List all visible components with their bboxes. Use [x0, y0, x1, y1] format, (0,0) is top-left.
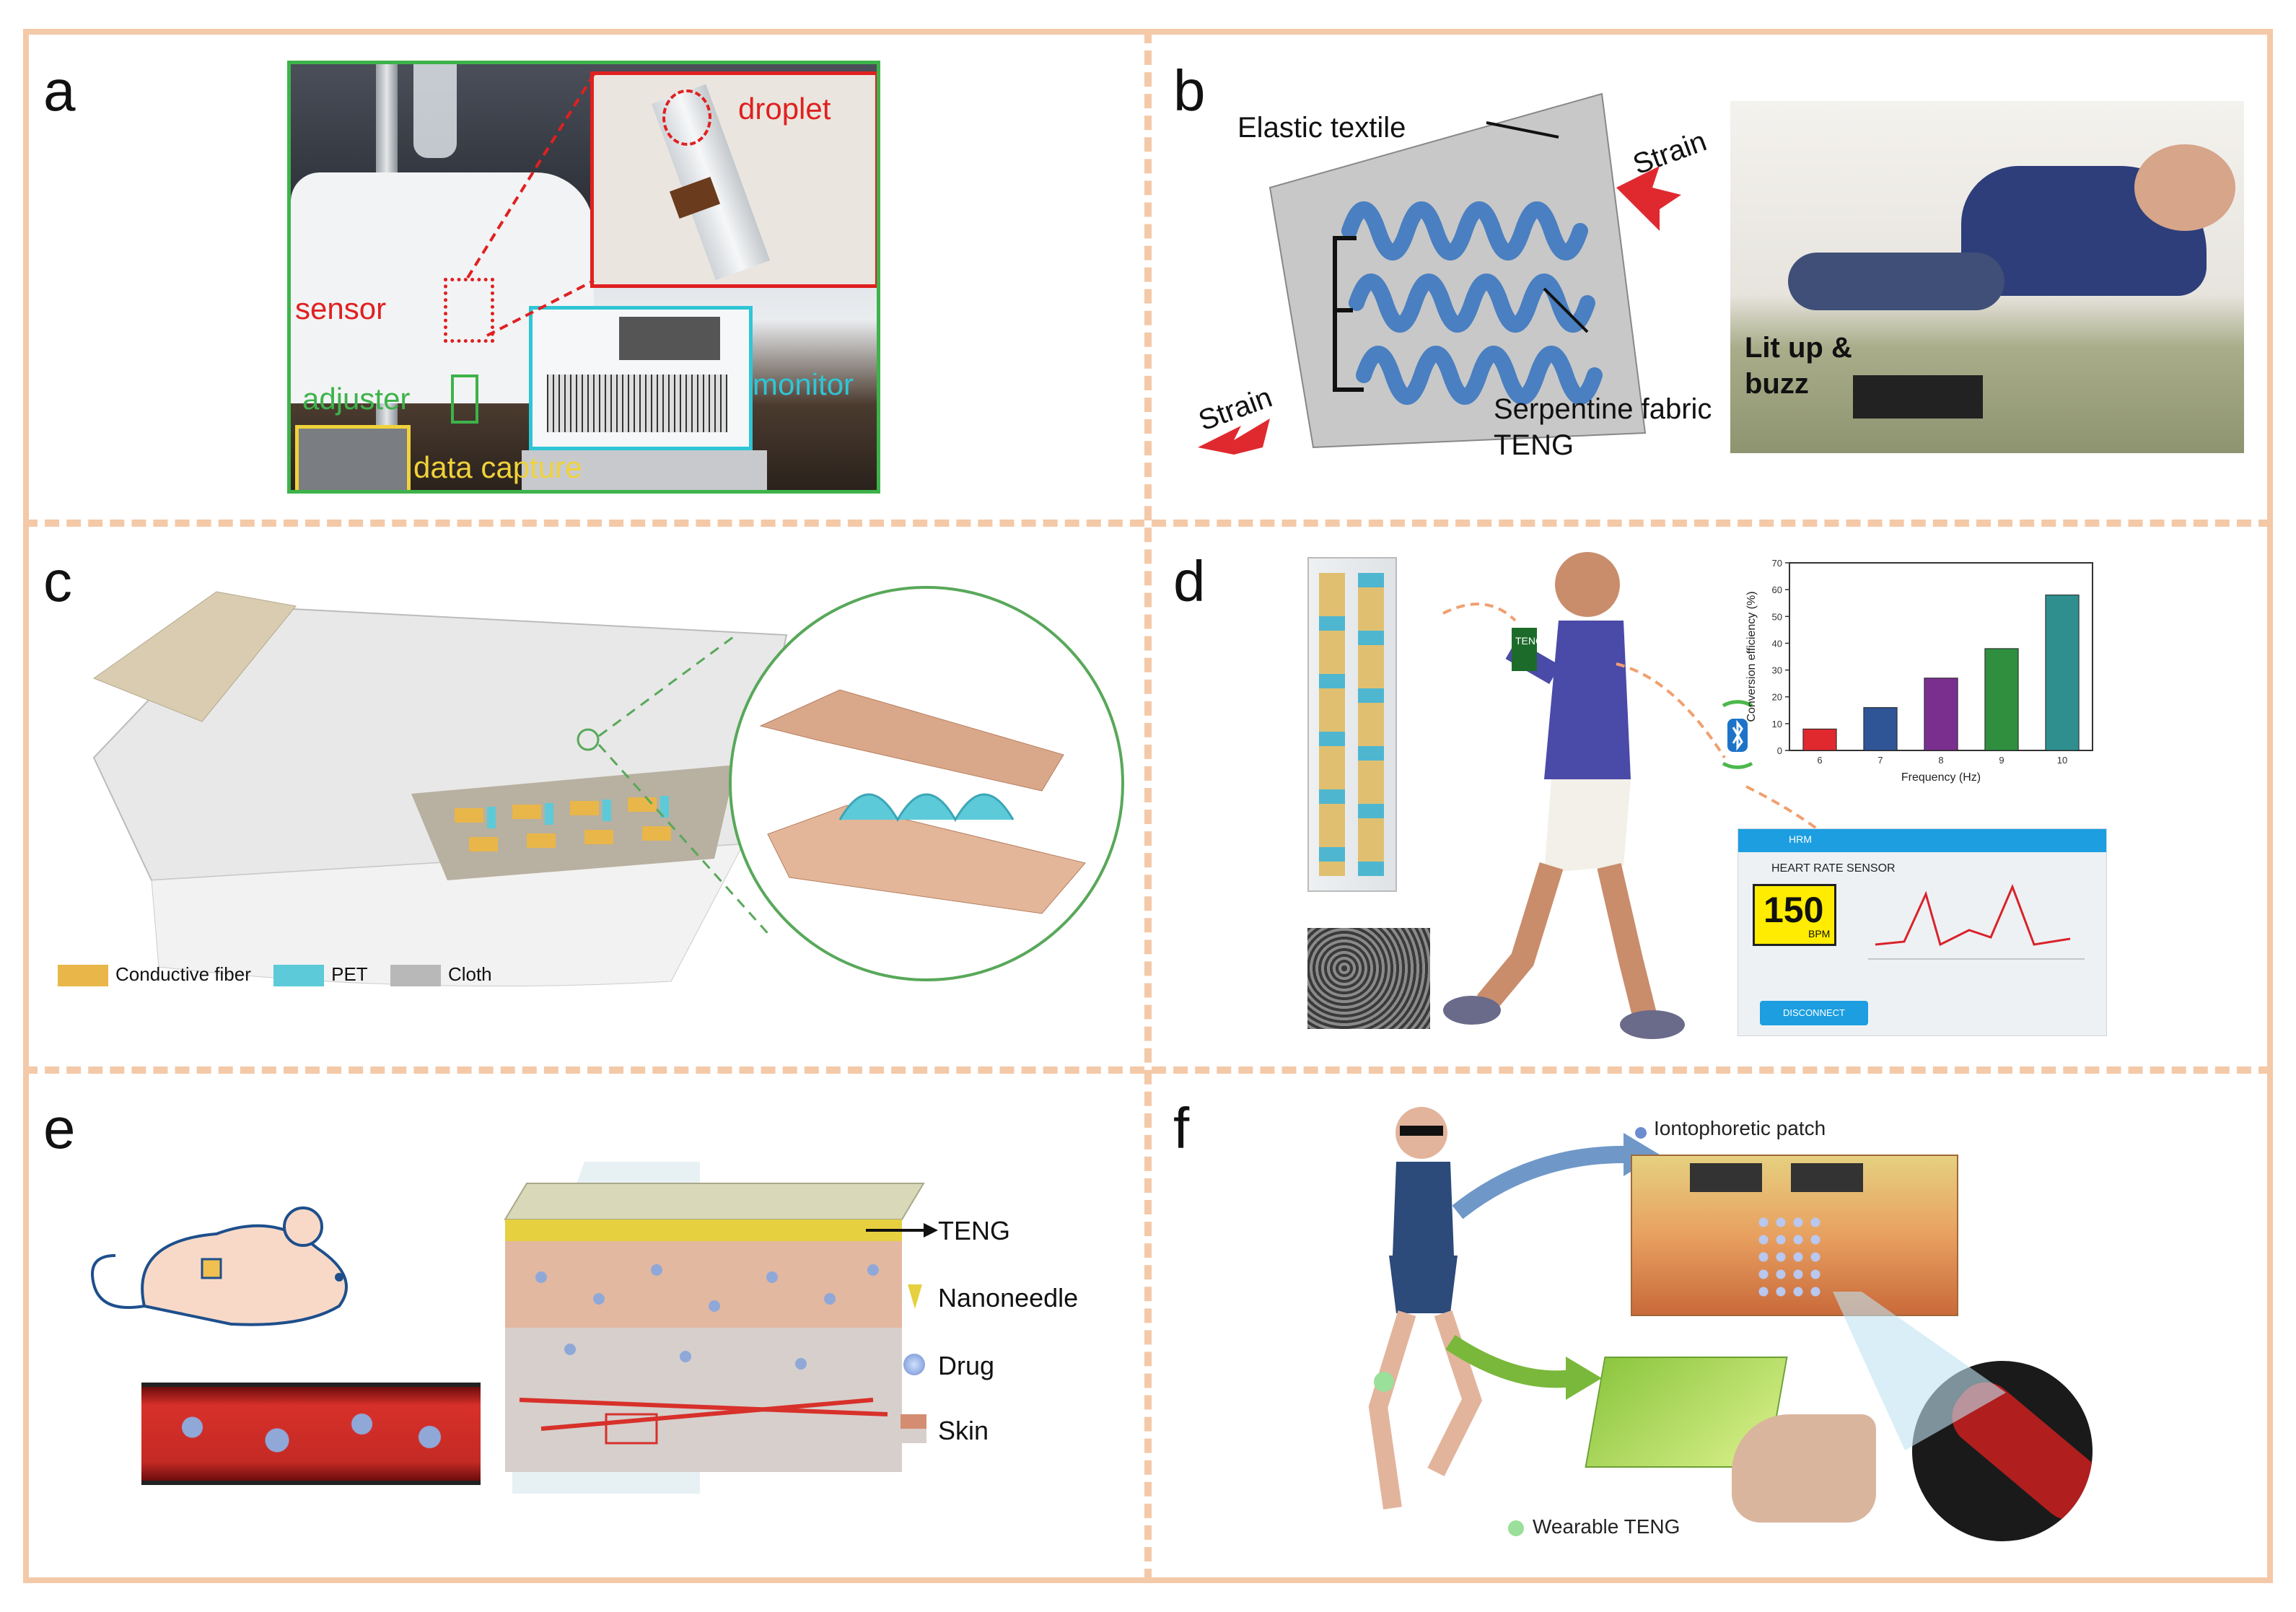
patch-drug-icon: [1635, 1127, 1647, 1139]
teng-label: TENG: [938, 1216, 1011, 1245]
x-tick-label: 8: [1938, 755, 1943, 766]
heart-rate-app: HRM HEART RATE SENSOR 150 BPM DISCONNECT: [1738, 828, 2107, 1036]
legend-label-conductive: Conductive fiber: [115, 963, 251, 985]
buzz-label: buzz: [1745, 368, 1809, 400]
disconnect-label: DISCONNECT: [1783, 1007, 1845, 1018]
legend-label-pet: PET: [331, 963, 368, 985]
armband-teng-label: TENG: [1515, 635, 1543, 647]
panel-letter-c: c: [43, 549, 72, 613]
drug-icon: [903, 1354, 925, 1375]
sensor-label: sensor: [295, 292, 387, 325]
wearable-teng-label: Wearable TENG: [1533, 1515, 1681, 1538]
y-tick-label: 40: [1772, 638, 1782, 649]
app-title: HEART RATE SENSOR: [1771, 862, 1896, 875]
lit-up-label: Lit up &: [1745, 332, 1852, 364]
laptop-screen: [529, 306, 753, 450]
x-tick-label: 7: [1877, 755, 1883, 766]
blood-vessel: [141, 1383, 481, 1485]
droplet-circle: [662, 89, 711, 146]
skin-icon: [901, 1414, 926, 1443]
nanoneedle-label: Nanoneedle: [938, 1283, 1079, 1313]
drug-label: Drug: [938, 1351, 995, 1380]
legend-swatch-conductive: [58, 965, 108, 987]
panel-c-legend: Conductive fiber PET Cloth: [58, 963, 492, 987]
legend-swatch-cloth: [390, 965, 441, 987]
smart-bed-illustration: [92, 591, 788, 987]
x-axis-label: Frequency (Hz): [1901, 771, 1981, 784]
skin-label: Skin: [938, 1416, 989, 1445]
runner-woman-figure: [1368, 1107, 1483, 1510]
iontophoretic-patch-block: [1631, 1155, 1958, 1316]
teng-device-3d: [1307, 557, 1397, 892]
panel-divider-h1: [23, 520, 2273, 527]
strain-arrows: [1198, 121, 1681, 455]
iontophoretic-patch-label: Iontophoretic patch: [1654, 1117, 1826, 1139]
bpm-value: 150: [1763, 890, 1824, 930]
legend-swatch-pet: [273, 965, 325, 987]
panel-e-legend-arrow: [866, 1223, 938, 1238]
nanoneedle-icon: [908, 1284, 922, 1309]
x-tick-label: 10: [2057, 755, 2067, 766]
bluetooth-icon: [1722, 700, 1753, 769]
app-header-label: HRM: [1789, 833, 1812, 845]
zoom-circle: [729, 586, 1124, 981]
y-tick-label: 30: [1772, 665, 1782, 676]
panel-letter-b: b: [1173, 58, 1206, 123]
y-tick-label: 60: [1772, 584, 1782, 595]
droplet-inset: [590, 71, 877, 288]
x-tick-label: 6: [1817, 755, 1822, 766]
skin-patch-illustration: [504, 1162, 925, 1494]
sleeping-person-photo: Lit up & buzz: [1730, 101, 2244, 453]
zoom-beam: [1833, 1292, 2006, 1450]
panel-divider-vertical: [1144, 29, 1152, 1583]
legend-label-cloth: Cloth: [447, 963, 492, 985]
adjuster-highlight-box: [451, 374, 478, 424]
app-header-bar: HRM: [1738, 829, 2106, 852]
heart-rate-trace: [1868, 883, 2085, 960]
y-tick-label: 10: [1772, 719, 1782, 730]
bar-9hz: [1984, 648, 2019, 751]
monitor-label: monitor: [753, 367, 854, 401]
panel-letter-d: d: [1173, 549, 1206, 613]
y-axis-label: Conversion efficiency (%): [1745, 591, 1758, 722]
sem-image: [1307, 928, 1430, 1029]
bpm-box: 150 BPM: [1753, 884, 1836, 946]
y-tick-label: 20: [1772, 692, 1782, 703]
y-tick-label: 70: [1772, 558, 1782, 569]
connection-arrows: [1442, 603, 1820, 831]
zoom-lines: [466, 73, 595, 337]
bar-8hz: [1924, 678, 1958, 751]
mouse-outline: [91, 1206, 348, 1326]
data-capture-box: [295, 425, 411, 490]
bar-6hz: [1802, 728, 1837, 751]
x-tick-label: 9: [1999, 755, 2004, 766]
panel-a-photo: droplet sensor adjuster monitor data cap…: [287, 61, 880, 494]
finger-hand: [1732, 1414, 1876, 1523]
bpm-unit: BPM: [1808, 928, 1831, 939]
adjuster-label: adjuster: [302, 382, 411, 416]
y-tick-label: 0: [1777, 745, 1782, 756]
bar-7hz: [1863, 707, 1898, 751]
y-tick-label: 50: [1772, 611, 1782, 622]
laptop-keyboard: [522, 450, 767, 490]
sensor-highlight-box: [444, 278, 494, 343]
wearable-teng-icon: [1508, 1520, 1524, 1536]
runner-figure: [1443, 552, 1685, 1039]
droplet-label: droplet: [738, 92, 831, 126]
panel-letter-a: a: [43, 58, 76, 123]
panel-letter-f: f: [1173, 1096, 1190, 1160]
panel-divider-h2: [23, 1066, 2273, 1074]
disconnect-button[interactable]: DISCONNECT: [1760, 1001, 1868, 1025]
data-capture-label: data capture: [413, 450, 582, 484]
serpentine-teng-label: TENG: [1494, 429, 1574, 461]
bar-10hz: [2045, 595, 2080, 751]
serpentine-label: Serpentine fabric: [1494, 393, 1712, 425]
elastic-textile-label: Elastic textile: [1237, 112, 1406, 144]
panel-letter-e: e: [43, 1096, 76, 1160]
iv-bottle: [413, 64, 457, 158]
